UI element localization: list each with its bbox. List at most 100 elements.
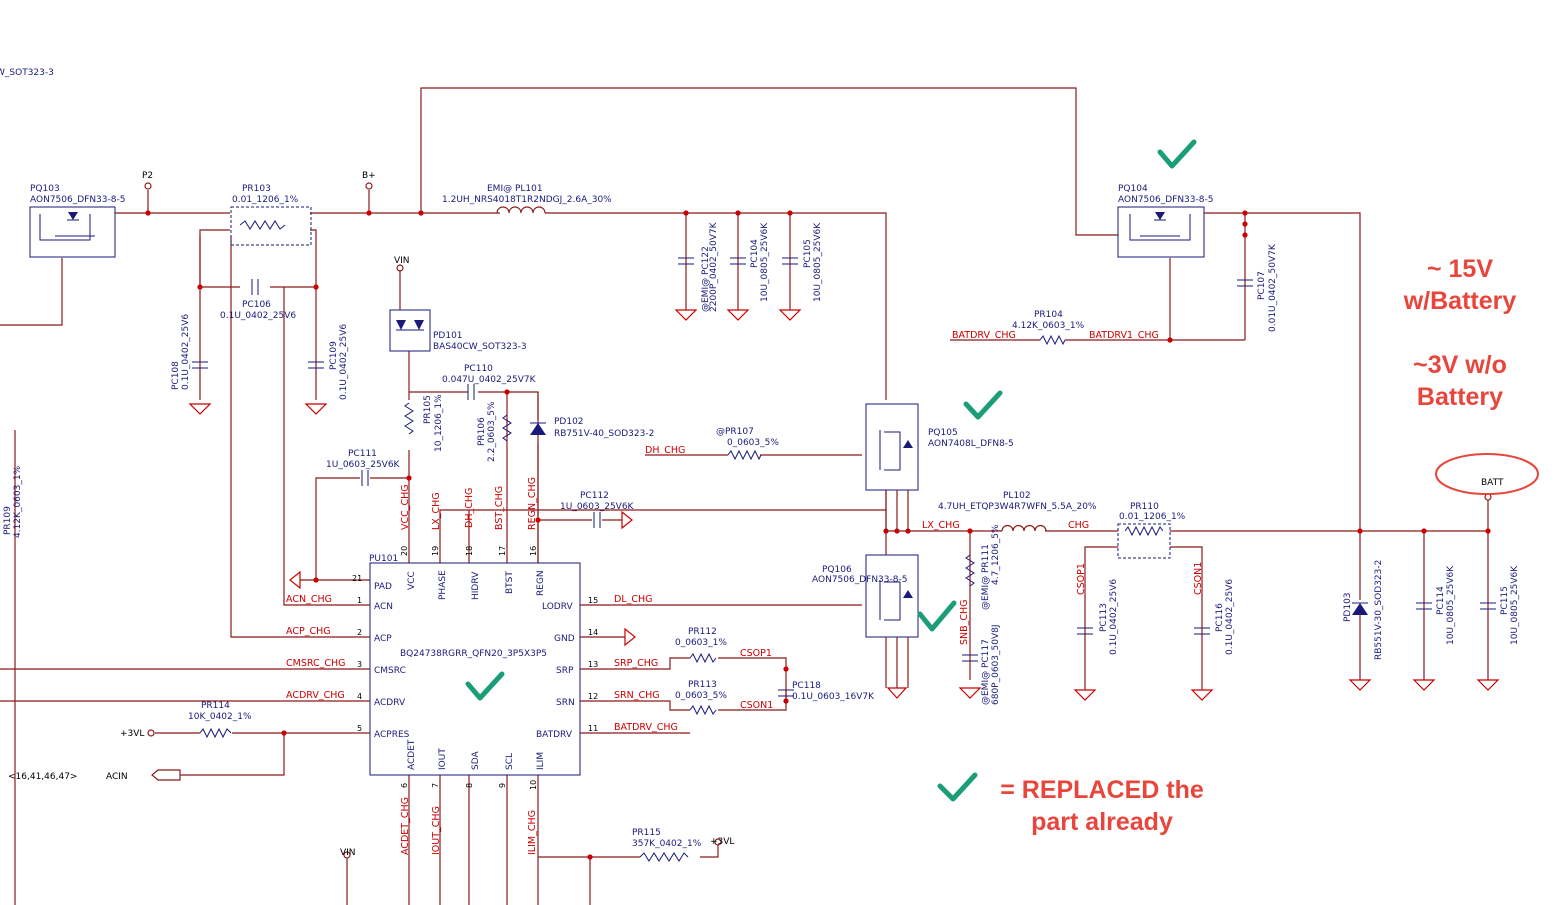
net-3vl-b: +3VL — [710, 837, 734, 847]
part-pr106-val: 2.2_0603_5% — [487, 401, 497, 462]
junctions — [145, 210, 1491, 860]
net-chg: CHG — [1068, 520, 1089, 531]
part-pd102-ref: PD102 — [554, 417, 584, 427]
ic-pin-vcc: VCC — [407, 571, 417, 590]
part-pu101-ref: PU101 — [369, 554, 398, 564]
note-replaced-2: part already — [1031, 808, 1173, 836]
net-dh-chg-v: DH_CHG — [464, 488, 475, 528]
ic-pin-num-20: 20 — [400, 546, 409, 556]
ic-pin-num-16: 16 — [529, 546, 538, 556]
part-pc110-ref: PC110 — [464, 364, 493, 374]
part-pc118-ref: PC118 — [792, 681, 821, 691]
part-pr104-val: 4.12K_0603_1% — [1012, 321, 1085, 331]
part-pc109-val: 0.1U_0402_25V6 — [339, 324, 349, 400]
net-batdrv1-chg: BATDRV1_CHG — [1089, 330, 1159, 341]
part-pc111-ref: PC111 — [348, 449, 377, 459]
ic-pin-num-13: 13 — [588, 660, 598, 669]
part-pc106-ref: PC106 — [242, 300, 271, 310]
wires — [0, 87, 1489, 905]
note-3v: ~3V w/o — [1413, 351, 1507, 379]
net-batdrv-chg: BATDRV_CHG — [614, 722, 678, 733]
part-pu101-val: BQ24738RGRR_QFN20_3P5X3P5 — [400, 649, 547, 659]
net-dl-chg: DL_CHG — [614, 594, 653, 605]
part-pr103-val: 0.01_1206_1% — [232, 195, 299, 205]
annotations: ~ 15V w/Battery ~3V w/o Battery = REPLAC… — [465, 139, 1539, 836]
part-pr106-ref: PR106 — [477, 417, 487, 446]
part-pr103-ref: PR103 — [242, 184, 271, 194]
note-replaced-1: = REPLACED the — [1000, 776, 1204, 804]
net-labels: P2 B+ VIN BATT DH_CHG LX_CHG CHG DL_CHG … — [8, 171, 1504, 858]
part-pc111-val: 1U_0603_25V6K — [326, 460, 401, 470]
net-acdet-chg: ACDET_CHG — [400, 797, 411, 855]
ic-pin-num-17: 17 — [498, 546, 507, 556]
ic-pin-phase: PHASE — [438, 570, 448, 600]
net-srn-chg: SRN_CHG — [614, 690, 660, 701]
part-pq105-ref: PQ105 — [928, 428, 958, 438]
net-p2: P2 — [142, 171, 153, 181]
net-batt: BATT — [1481, 478, 1504, 488]
check-icon-pq106 — [917, 600, 957, 632]
part-pr105-ref: PR105 — [423, 395, 433, 424]
part-pc112-ref: PC112 — [580, 491, 609, 501]
ic-pin-num-1: 1 — [357, 596, 362, 605]
ic-pin-cmsrc: CMSRC — [374, 666, 406, 676]
part-pr114-ref: PR114 — [201, 701, 230, 711]
net-snb-chg: SNB_CHG — [959, 599, 970, 645]
part-pr107-ref: @PR107 — [716, 427, 754, 437]
ic-pin-num-8: 8 — [465, 783, 474, 788]
ic-pin-btst: BTST — [505, 571, 515, 594]
part-pr110-ref: PR110 — [1130, 502, 1159, 512]
part-pr115-ref: PR115 — [632, 828, 661, 838]
net-vin: VIN — [394, 256, 410, 266]
net-csop1-v: CSOP1 — [1076, 563, 1087, 595]
net-acp-chg: ACP_CHG — [286, 626, 331, 637]
part-pc105-val: 10U_0805_25V6K — [813, 222, 823, 302]
ic-pin-num-19: 19 — [431, 546, 440, 556]
ic-pin-num-3: 3 — [357, 660, 362, 669]
part-pr113-val: 0_0603_5% — [675, 691, 727, 701]
part-pc115-val: 10U_0805_25V6K — [1510, 565, 1520, 645]
part-pr111-ref: @EMI@ PR111 — [981, 544, 991, 610]
part-pc118-val: 0.1U_0603_16V7K — [792, 692, 875, 702]
part-pc116-val: 0.1U_0402_25V6 — [1225, 579, 1235, 655]
part-pc114-val: 10U_0805_25V6K — [1446, 565, 1456, 645]
net-3vl-a: +3VL — [120, 729, 144, 739]
part-pd103-val: RB551V-30_SOD323-2 — [1374, 560, 1384, 660]
ic-pin-pad: PAD — [374, 582, 392, 592]
ic-pin-hidrv: HIDRV — [471, 571, 481, 600]
ic-pin-gnd: GND — [554, 634, 575, 644]
note-15v: ~ 15V — [1427, 255, 1493, 283]
check-icon-pq105 — [963, 390, 1003, 420]
ic-pin-acdrv: ACDRV — [374, 698, 406, 708]
ic-pin-num-18: 18 — [465, 546, 474, 556]
ic-pin-acpres: ACPRES — [374, 730, 410, 740]
part-pr105-val: 10_1206_1% — [434, 394, 444, 452]
part-pr109-ref: PR109 — [3, 506, 13, 535]
part-pq106-val: AON7506_DFN33-8-5 — [812, 575, 907, 585]
part-pc114-ref: PC114 — [1436, 586, 1446, 615]
ic-pin-scl: SCL — [505, 753, 515, 770]
ic-pin-names: PAD ACN ACP CMSRC ACDRV ACPRES 21 1 2 3 … — [352, 546, 598, 790]
part-pr111-val: 4.7_1206_5% — [991, 524, 1001, 585]
part-pc117-val: 680P_0603_50V8J — [991, 625, 1001, 706]
check-icon-pu101 — [465, 671, 505, 701]
part-pr110-val: 0.01_1206_1% — [1119, 512, 1186, 522]
ic-pin-num-14: 14 — [588, 628, 598, 637]
part-pc122-ref: @EMI@ PC122 — [701, 246, 711, 312]
part-pl102-val: 4.7UH_ETQP3W4R7WFN_5.5A_20% — [938, 502, 1097, 512]
net-cson1: CSON1 — [740, 700, 773, 711]
part-pc112-val: 1U_0603_25V6K — [560, 502, 635, 512]
part-pq104-ref: PQ104 — [1118, 184, 1148, 194]
ic-pin-regn: REGN — [536, 570, 546, 596]
net-csop1: CSOP1 — [740, 648, 772, 659]
net-acn-chg: ACN_CHG — [286, 594, 332, 605]
part-pd103-ref: PD103 — [1343, 592, 1353, 622]
ground-symbols — [188, 309, 1500, 701]
part-pd101-ref: PD101 — [433, 331, 463, 341]
part-pl101-ref: EMI@ PL101 — [487, 184, 543, 194]
ic-pin-num-5: 5 — [357, 724, 362, 733]
part-pc122-val: 2200P_0402_50V7K — [709, 221, 719, 312]
ic-pin-sda: SDA — [471, 751, 481, 770]
net-ilim-chg: ILIM_CHG — [527, 810, 538, 855]
